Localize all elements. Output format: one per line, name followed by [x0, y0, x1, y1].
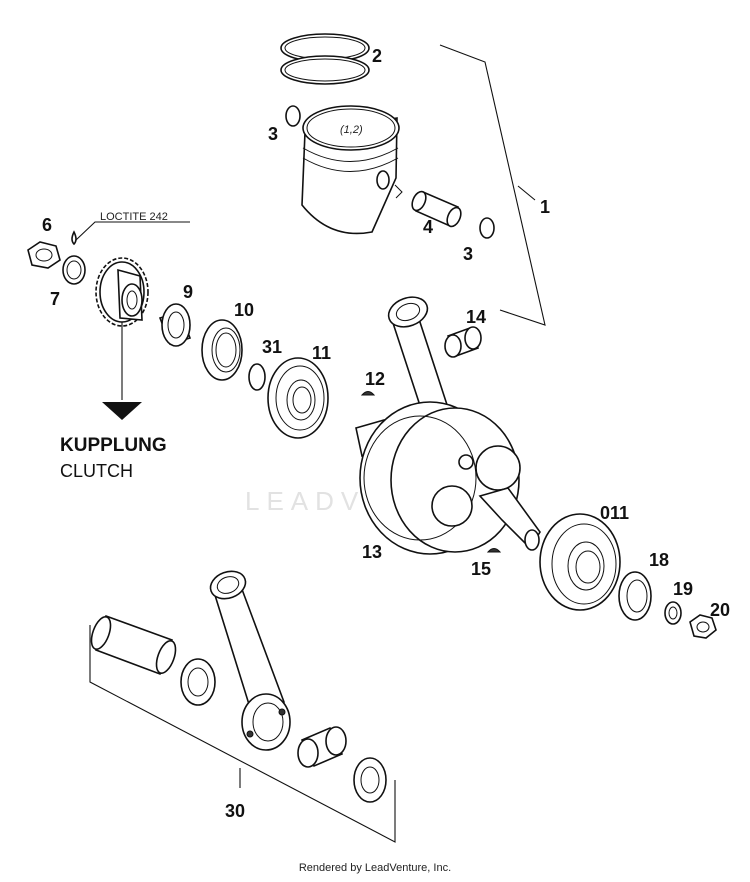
- callout-4: 4: [423, 217, 433, 237]
- callout-20: 20: [710, 600, 730, 620]
- oil-seal-left: [201, 319, 243, 381]
- callout-6: 6: [42, 215, 52, 235]
- conrod-kit-rod: [209, 570, 291, 751]
- callout-7: 7: [50, 289, 60, 309]
- oil-seal-right: [618, 571, 652, 621]
- callout-9: 9: [183, 282, 193, 302]
- conrod-kit-washer-left: [180, 658, 216, 706]
- bracket-group-1: [439, 44, 546, 326]
- piston: [301, 105, 403, 235]
- callout-1: 1: [540, 197, 550, 217]
- crankshaft: [355, 296, 541, 555]
- clutch-arrow-icon: [102, 402, 142, 420]
- loctite-leader: [75, 221, 190, 241]
- kupplung-label: KUPPLUNG: [60, 435, 167, 456]
- clutch-label: CLUTCH: [60, 461, 133, 481]
- callout-011: 011: [600, 503, 629, 523]
- needle-bearing-small-end: [444, 326, 482, 358]
- conrod-kit-pin: [90, 614, 177, 676]
- callout-3-upper: 3: [268, 124, 278, 144]
- bracket-group-30: [89, 625, 396, 843]
- callout-18: 18: [649, 550, 669, 570]
- gear-nut: [27, 241, 61, 269]
- woodruff-key-upper: [360, 391, 376, 396]
- main-bearing-right: [539, 513, 621, 611]
- lock-washer: [62, 255, 86, 285]
- conrod-kit-washer-right: [353, 757, 387, 803]
- primary-gear: [95, 257, 149, 327]
- footer-credit: Rendered by LeadVenture, Inc.: [298, 862, 452, 874]
- callout-14: 14: [466, 307, 486, 327]
- callout-3-lower: 3: [463, 244, 473, 264]
- callout-13: 13: [362, 542, 382, 562]
- callout-11: 11: [312, 343, 331, 363]
- piston-pin: [411, 190, 462, 228]
- callout-10: 10: [234, 300, 254, 320]
- piston-mark-label: (1,2): [340, 124, 363, 136]
- crank-nut-right: [689, 614, 717, 639]
- circlip-upper: [285, 105, 301, 127]
- spacer-bushing: [158, 303, 192, 347]
- loctite-droplet-icon: [71, 230, 77, 246]
- callout-19: 19: [673, 579, 693, 599]
- piston-rings: [280, 33, 370, 85]
- callout-30: 30: [225, 801, 245, 821]
- callout-15: 15: [471, 559, 491, 579]
- washer-right: [664, 601, 682, 625]
- callout-31: 31: [262, 337, 282, 357]
- main-bearing-left: [267, 357, 329, 439]
- callout-12: 12: [365, 369, 385, 389]
- circlip-lower: [479, 217, 495, 239]
- conrod-kit-needle-bearing: [297, 726, 347, 768]
- callout-2: 2: [372, 46, 382, 66]
- loctite-label: LOCTITE 242: [100, 211, 168, 223]
- woodruff-key-lower: [486, 548, 502, 553]
- o-ring: [248, 363, 266, 391]
